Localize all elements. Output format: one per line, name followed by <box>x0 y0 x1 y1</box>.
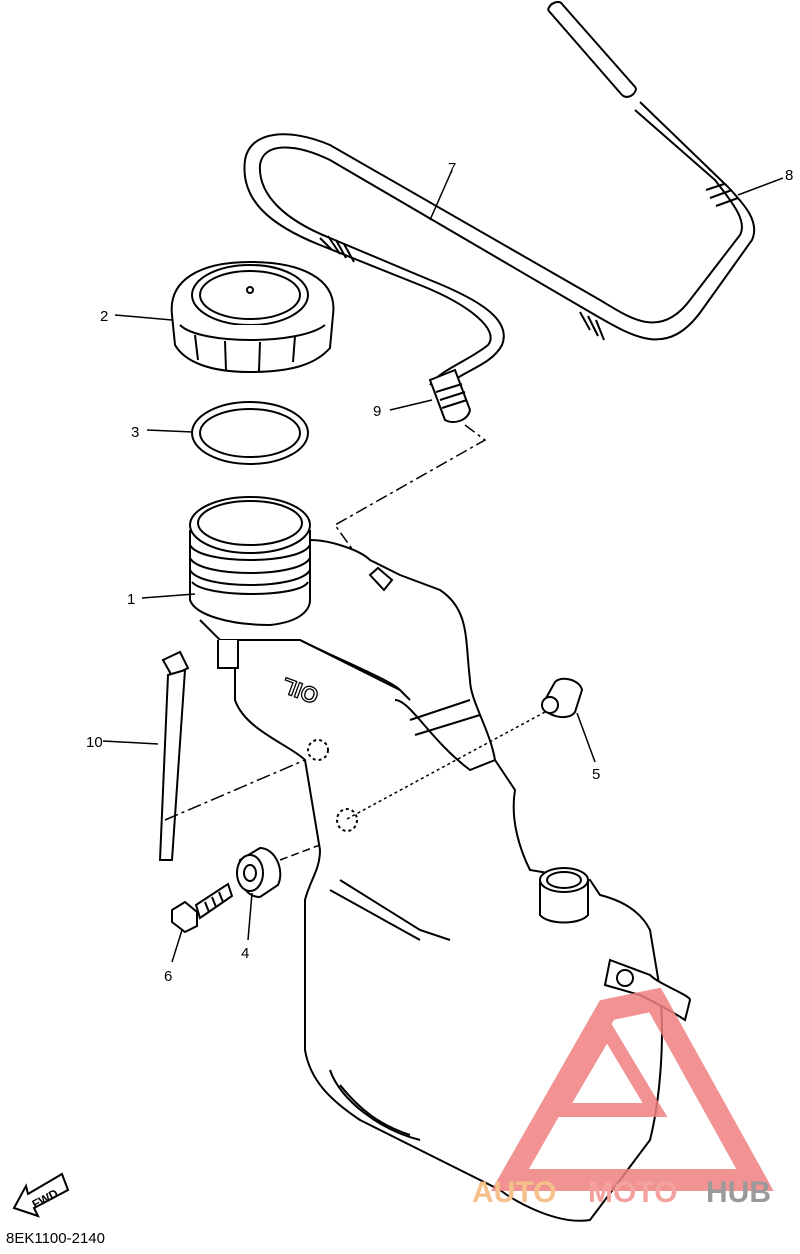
callout-labels: 1 2 3 4 5 6 7 8 9 10 <box>86 160 793 985</box>
callout-10: 10 <box>86 734 103 751</box>
part-number-label: 8EK1100-2140 <box>6 1230 105 1247</box>
automotohub-wordmark: AUTO MOTO HUB <box>472 1176 771 1209</box>
hose-elbow-9 <box>428 368 472 423</box>
callout-1: 1 <box>127 591 135 608</box>
callout-2: 2 <box>100 308 108 325</box>
callout-4: 4 <box>241 945 249 962</box>
oil-filler-cap-2 <box>170 260 335 374</box>
leader-lines <box>102 169 784 963</box>
callout-7: 7 <box>448 160 456 177</box>
callout-9: 9 <box>373 403 381 420</box>
callout-6: 6 <box>164 968 172 985</box>
cable-tie-10 <box>158 650 306 861</box>
brand-auto: AUTO <box>472 1176 556 1209</box>
callout-8: 8 <box>785 167 793 184</box>
o-ring-3 <box>191 401 309 465</box>
flange-bolt-6 <box>171 882 234 934</box>
callout-5: 5 <box>592 766 600 783</box>
grommet-5 <box>344 677 584 821</box>
fwd-arrow-icon: FWD <box>12 1172 70 1218</box>
brand-hub: HUB <box>706 1176 771 1209</box>
automotohub-logo-icon <box>491 987 774 1191</box>
breather-hose <box>243 1 756 561</box>
callout-3: 3 <box>131 424 139 441</box>
collar-4 <box>236 844 321 899</box>
brand-moto: MOTO <box>588 1176 677 1209</box>
